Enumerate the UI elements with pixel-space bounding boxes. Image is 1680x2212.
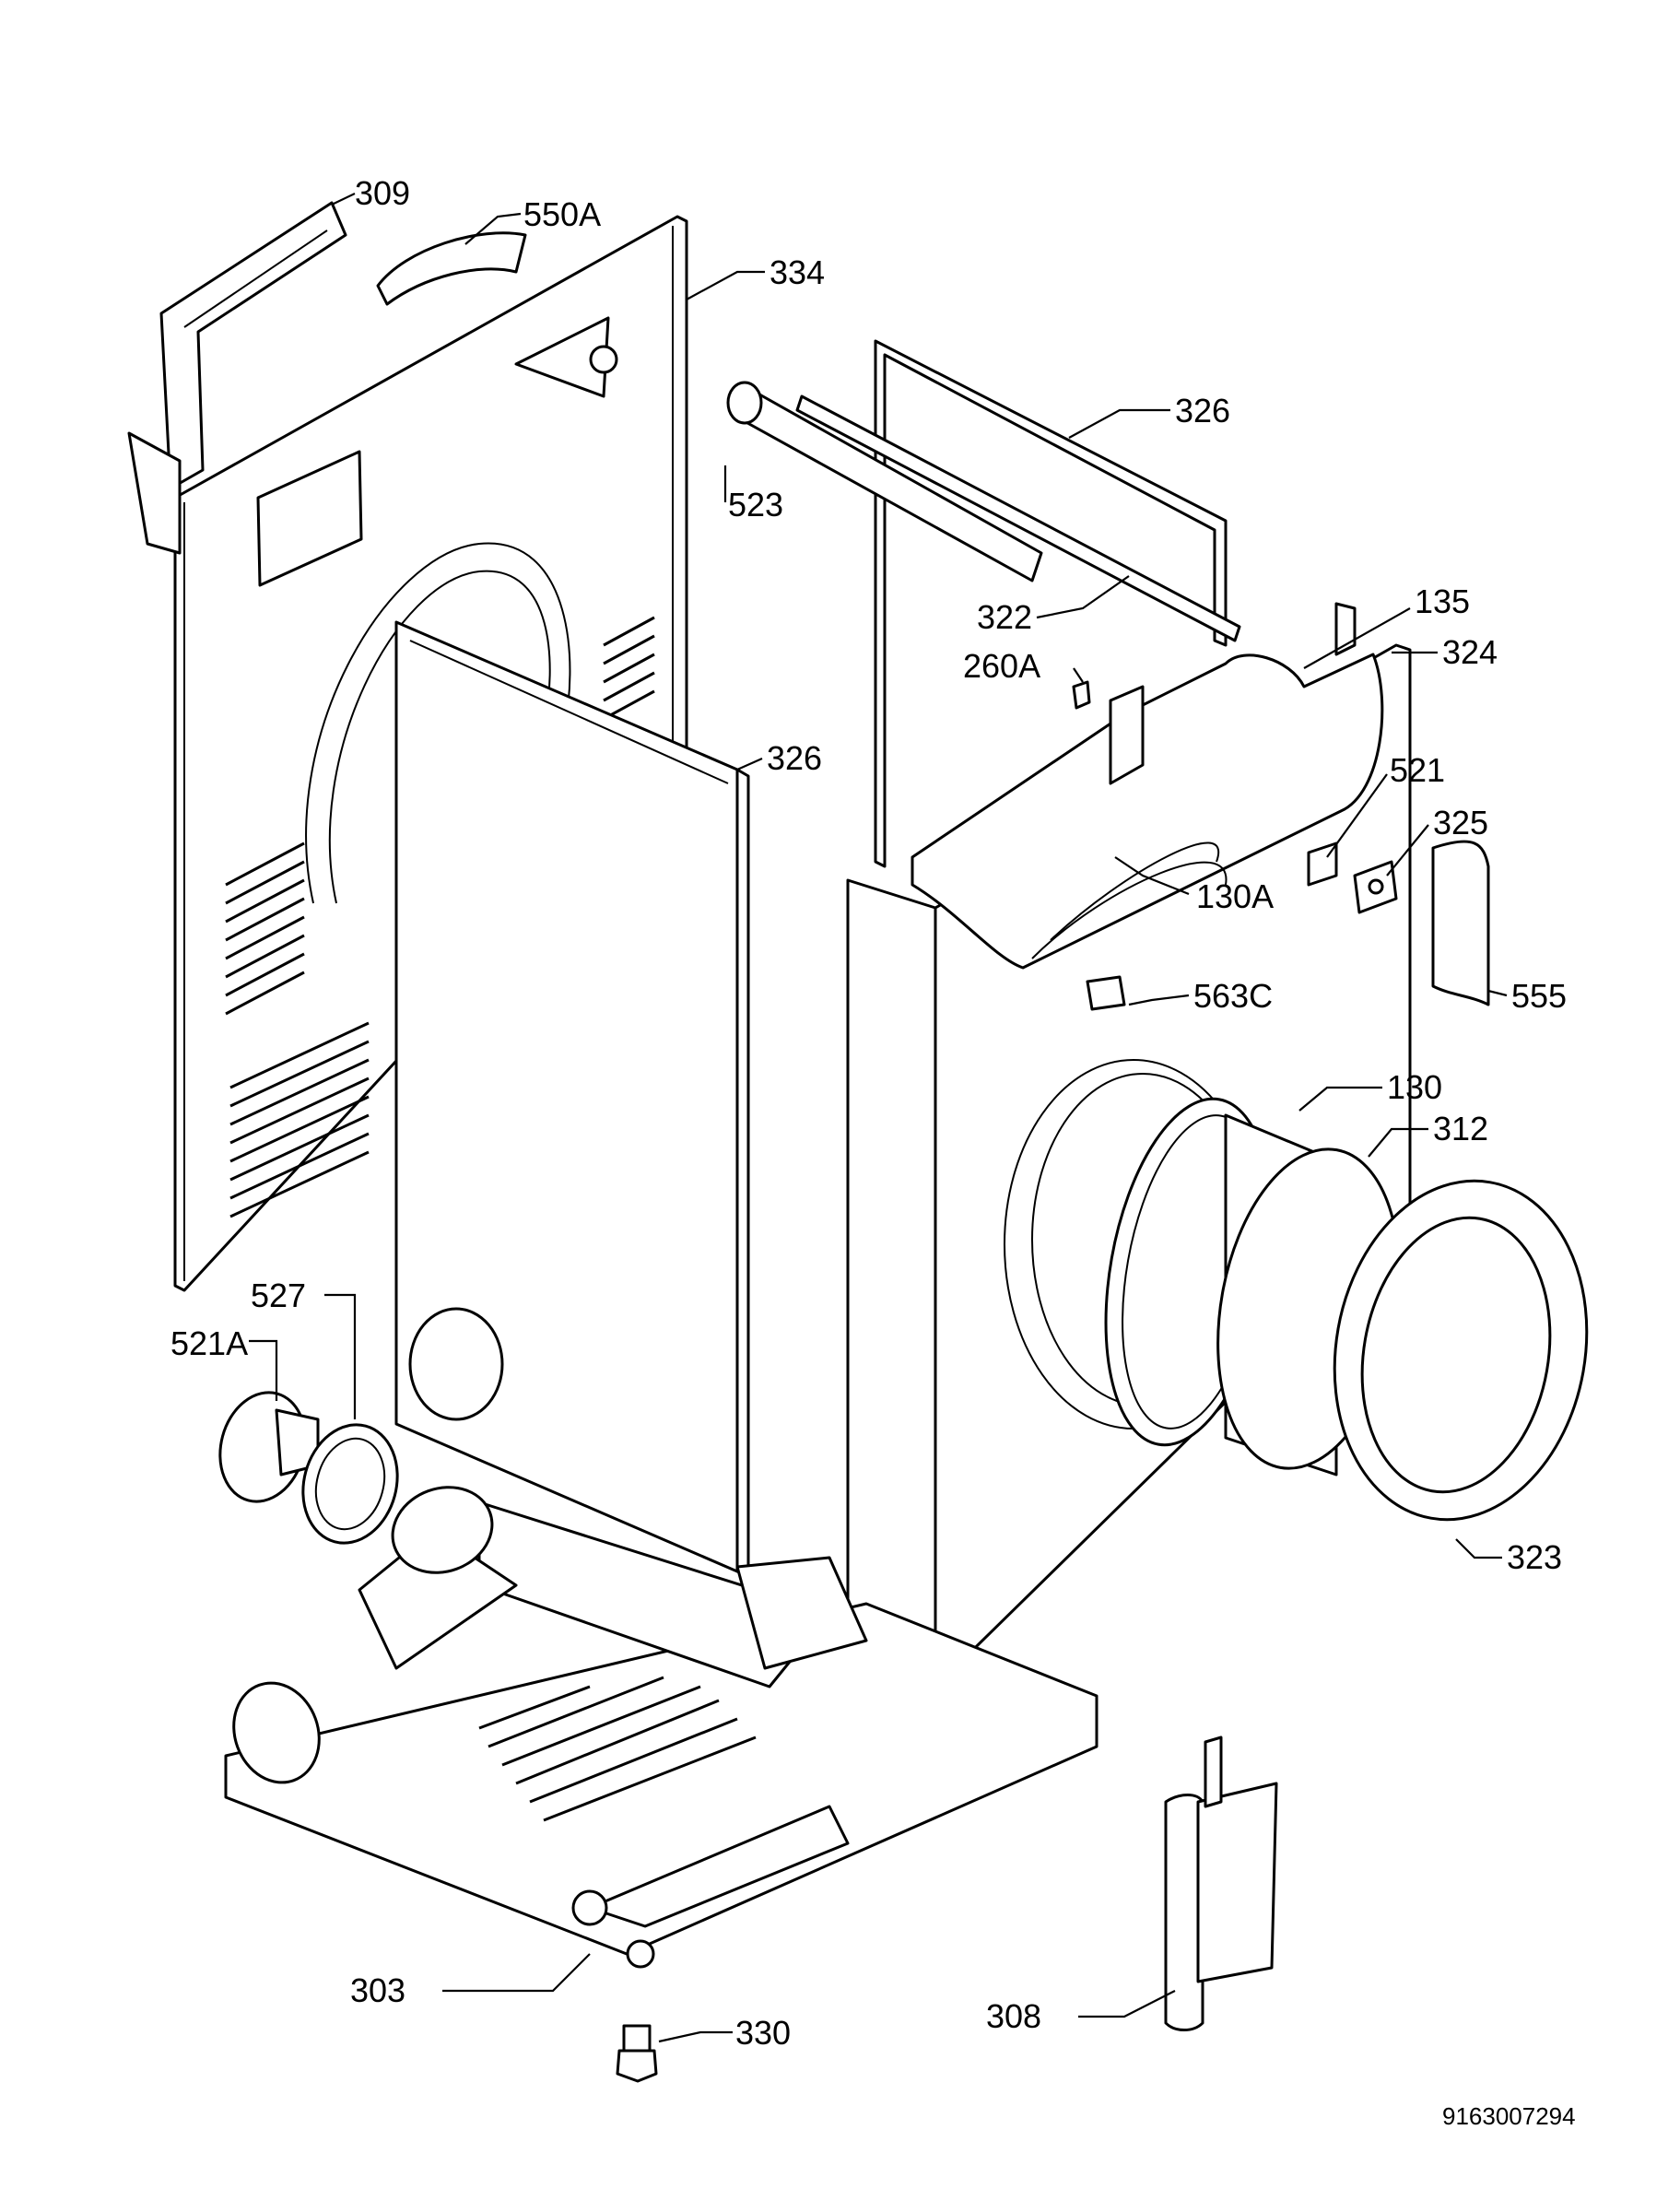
front-cabinet	[846, 602, 1412, 1688]
hinge-308	[1164, 1735, 1278, 2031]
part-labels: 309 550A 334 326 523 322 135 324 260A 32…	[170, 174, 1567, 2052]
top-rails	[726, 339, 1241, 868]
label-326-top: 326	[1175, 392, 1230, 429]
label-563C: 563C	[1193, 977, 1273, 1015]
label-330: 330	[735, 2014, 791, 2052]
drawing-reference-number: 9163007294	[1442, 2102, 1576, 2130]
label-323: 323	[1507, 1538, 1562, 1576]
base-303	[224, 1486, 1098, 1969]
label-130A: 130A	[1196, 877, 1274, 915]
label-130: 130	[1387, 1068, 1442, 1106]
label-550A: 550A	[523, 195, 601, 233]
small-hardware	[1086, 840, 1490, 1011]
door-seal-assembly	[1104, 1097, 1589, 1522]
label-324: 324	[1442, 633, 1498, 671]
label-309: 309	[355, 174, 410, 212]
label-555: 555	[1511, 977, 1567, 1015]
label-527: 527	[251, 1277, 306, 1314]
label-135: 135	[1415, 582, 1470, 620]
label-523: 523	[728, 486, 783, 524]
label-521: 521	[1390, 751, 1445, 789]
label-312: 312	[1433, 1110, 1488, 1147]
fan-housing-parts	[218, 1391, 399, 1545]
label-334: 334	[770, 253, 825, 291]
foot-330	[616, 2024, 658, 2083]
label-521A: 521A	[170, 1324, 248, 1362]
side-panel-326	[394, 620, 750, 1578]
label-322: 322	[977, 598, 1032, 636]
label-326-mid: 326	[767, 739, 822, 777]
label-308: 308	[986, 1997, 1041, 2035]
label-325: 325	[1433, 804, 1488, 841]
label-260A: 260A	[963, 647, 1040, 685]
label-303: 303	[350, 1971, 405, 2009]
leader-lines	[249, 193, 1508, 2043]
